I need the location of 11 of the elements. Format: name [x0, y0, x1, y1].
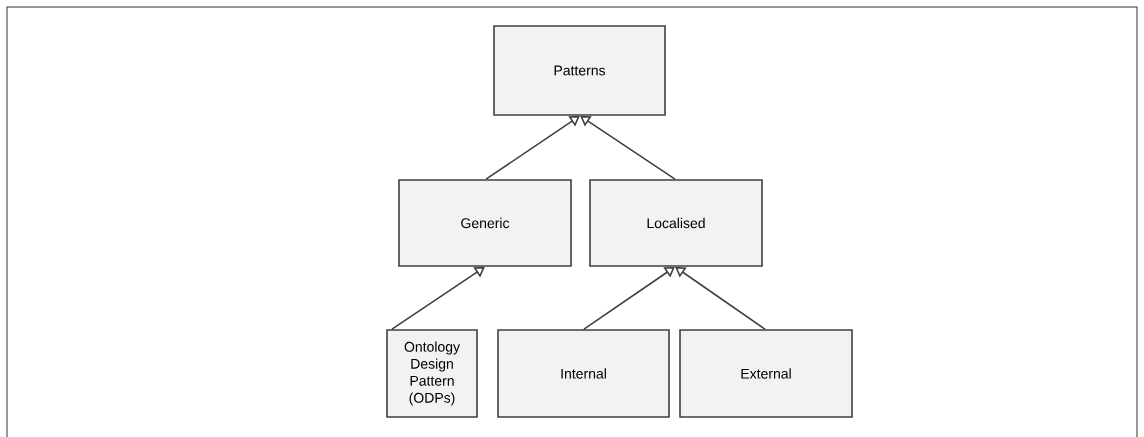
generalization-arrow: [583, 266, 675, 330]
class-box: Generic: [398, 179, 572, 267]
class-box: Localised: [589, 179, 763, 267]
generalization-arrow: [391, 266, 485, 330]
generalization-arrow: [675, 266, 766, 330]
class-box: External: [679, 329, 853, 418]
generalization-arrow: [485, 115, 580, 180]
class-box: Internal: [497, 329, 670, 418]
generalization-arrow: [580, 115, 676, 180]
class-box: Ontology Design Pattern (ODPs): [386, 329, 478, 418]
class-box: Patterns: [493, 25, 666, 116]
